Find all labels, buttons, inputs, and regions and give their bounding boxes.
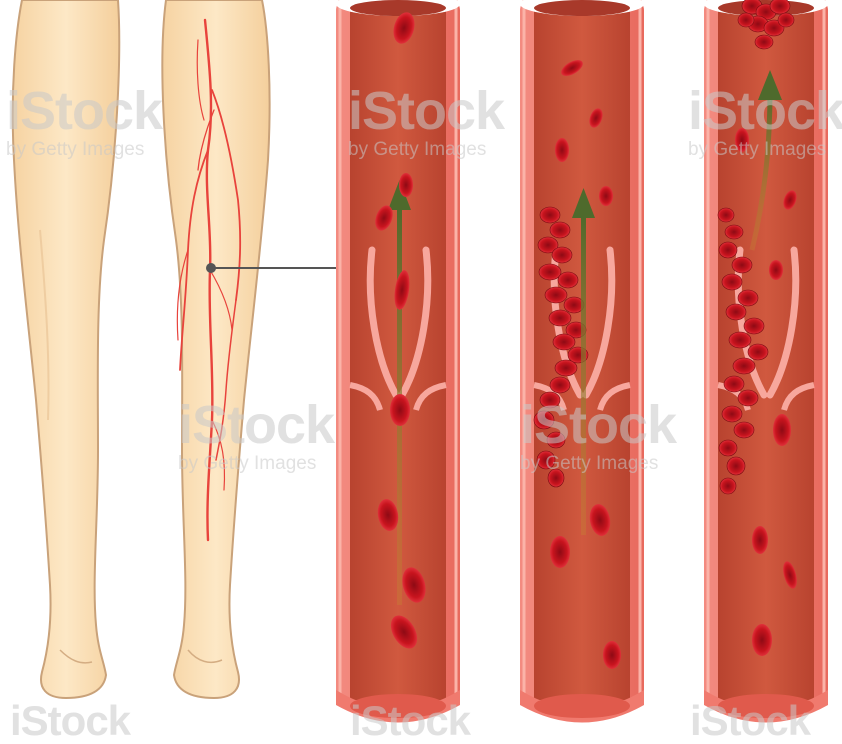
- vessel-clot-dislodged: [704, 0, 828, 723]
- legs-figure: [13, 0, 270, 698]
- vessel-normal: [336, 0, 460, 723]
- left-leg: [13, 0, 120, 698]
- right-leg: [162, 0, 269, 698]
- vessel-clot-forming: [520, 0, 644, 723]
